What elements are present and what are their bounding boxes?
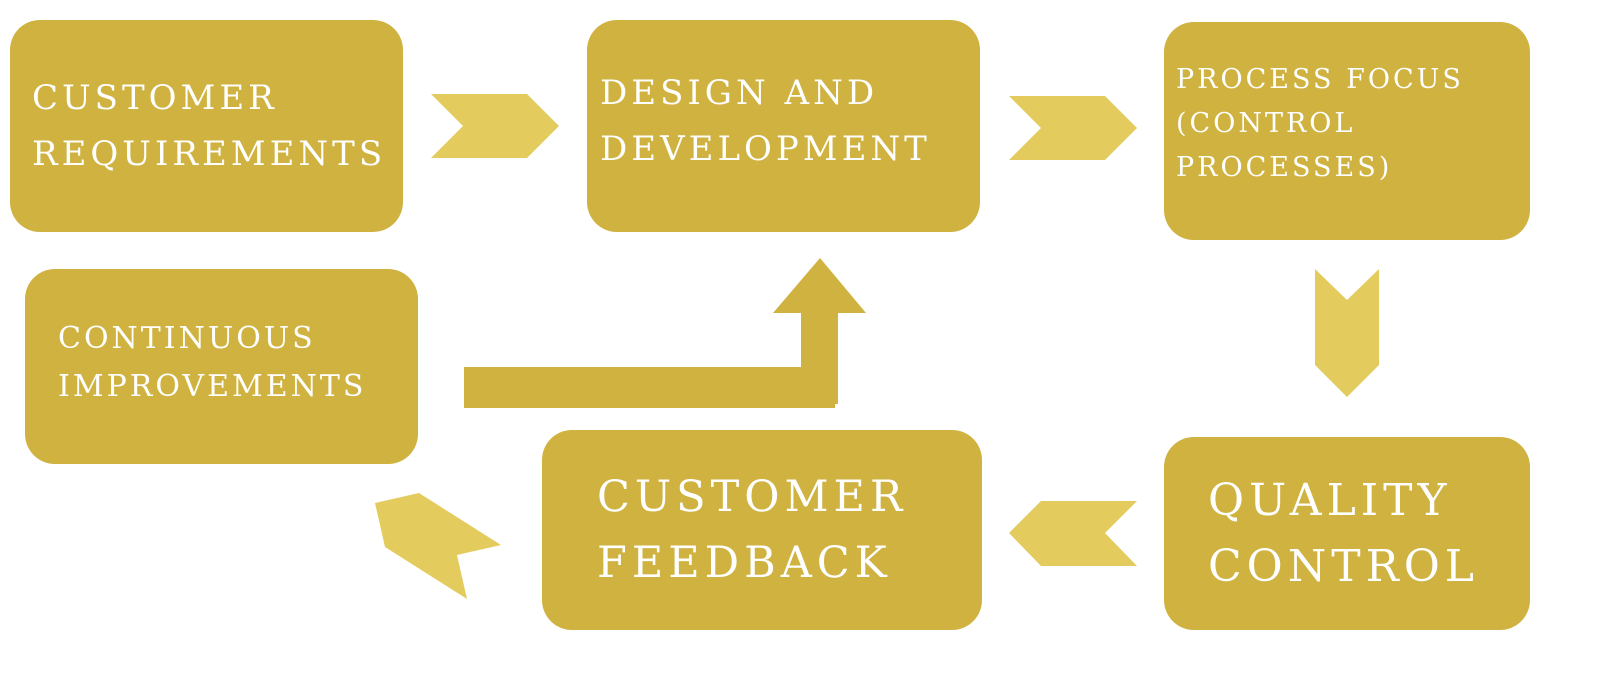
step-label-line: Design and — [600, 73, 879, 113]
arrow-process-to-quality — [1315, 269, 1379, 397]
step-label-line: Development — [600, 129, 931, 169]
step-label-line: Customer — [597, 472, 908, 522]
step-label-line: Processes) — [1176, 152, 1393, 183]
arrow-feedback-to-improvements — [375, 493, 501, 599]
arrow-improvements-to-design — [464, 258, 866, 408]
step-label-line: Improvements — [58, 368, 367, 404]
arrow-design-to-process — [1009, 96, 1137, 160]
step-label-line: Feedback — [597, 538, 892, 588]
step-label-line: Quality — [1208, 474, 1452, 526]
step-label-line: Customer — [32, 78, 278, 118]
step-design-development: Design and Development — [587, 20, 980, 232]
step-label-line: Control — [1208, 540, 1480, 592]
step-process-focus: Process Focus (Control Processes) — [1164, 22, 1530, 240]
step-label-line: Requirements — [32, 134, 387, 174]
step-label-line: Continuous — [58, 320, 316, 356]
step-label-line: (Control — [1176, 108, 1356, 139]
step-customer-requirements: Customer Requirements — [10, 20, 403, 232]
step-customer-feedback: Customer Feedback — [542, 430, 982, 630]
step-label-line: Process Focus — [1176, 64, 1464, 95]
step-continuous-improvements: Continuous Improvements — [25, 269, 418, 464]
step-quality-control: Quality Control — [1164, 437, 1530, 630]
arrow-quality-to-feedback — [1009, 501, 1137, 566]
arrow-requirements-to-design — [431, 94, 559, 158]
